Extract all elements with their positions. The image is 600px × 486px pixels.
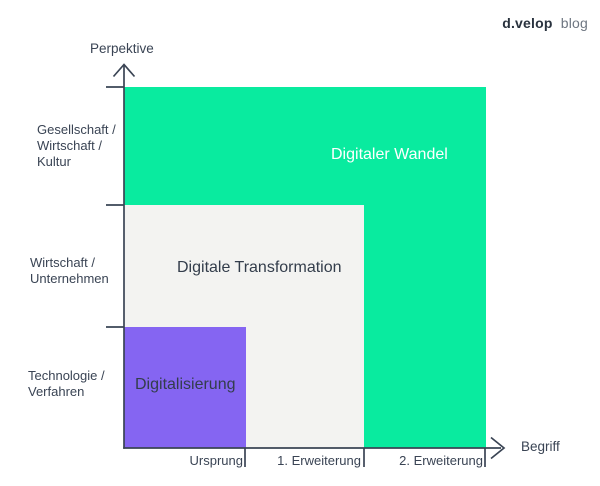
logo-suffix-text: blog bbox=[560, 15, 588, 31]
y-category-label: Wirtschaft / Unternehmen bbox=[30, 255, 109, 286]
layer-label-digitalisierung: Digitalisierung bbox=[135, 376, 236, 393]
x-category-label: 2. Erweiterung bbox=[399, 453, 483, 468]
layer-label-digitale-transformation: Digitale Transformation bbox=[177, 259, 342, 276]
y-category-label: Gesellschaft / Wirtschaft / Kultur bbox=[37, 122, 116, 169]
x-axis-arrowhead bbox=[490, 436, 506, 460]
y-axis-arrowhead bbox=[112, 63, 136, 78]
y-category-label: Technologie / Verfahren bbox=[28, 368, 105, 399]
x-axis-title: Begriff bbox=[521, 439, 560, 454]
y-axis-title: Perpektive bbox=[90, 41, 154, 56]
layer-label-digitaler-wandel: Digitaler Wandel bbox=[331, 146, 448, 163]
dvelop-blog-logo: d.velop blog bbox=[502, 15, 588, 31]
logo-brand-text: d.velop bbox=[502, 15, 553, 31]
layer-box-digitalisierung bbox=[124, 327, 246, 448]
x-category-label: Ursprung bbox=[189, 453, 243, 468]
x-category-label: 1. Erweiterung bbox=[277, 453, 361, 468]
